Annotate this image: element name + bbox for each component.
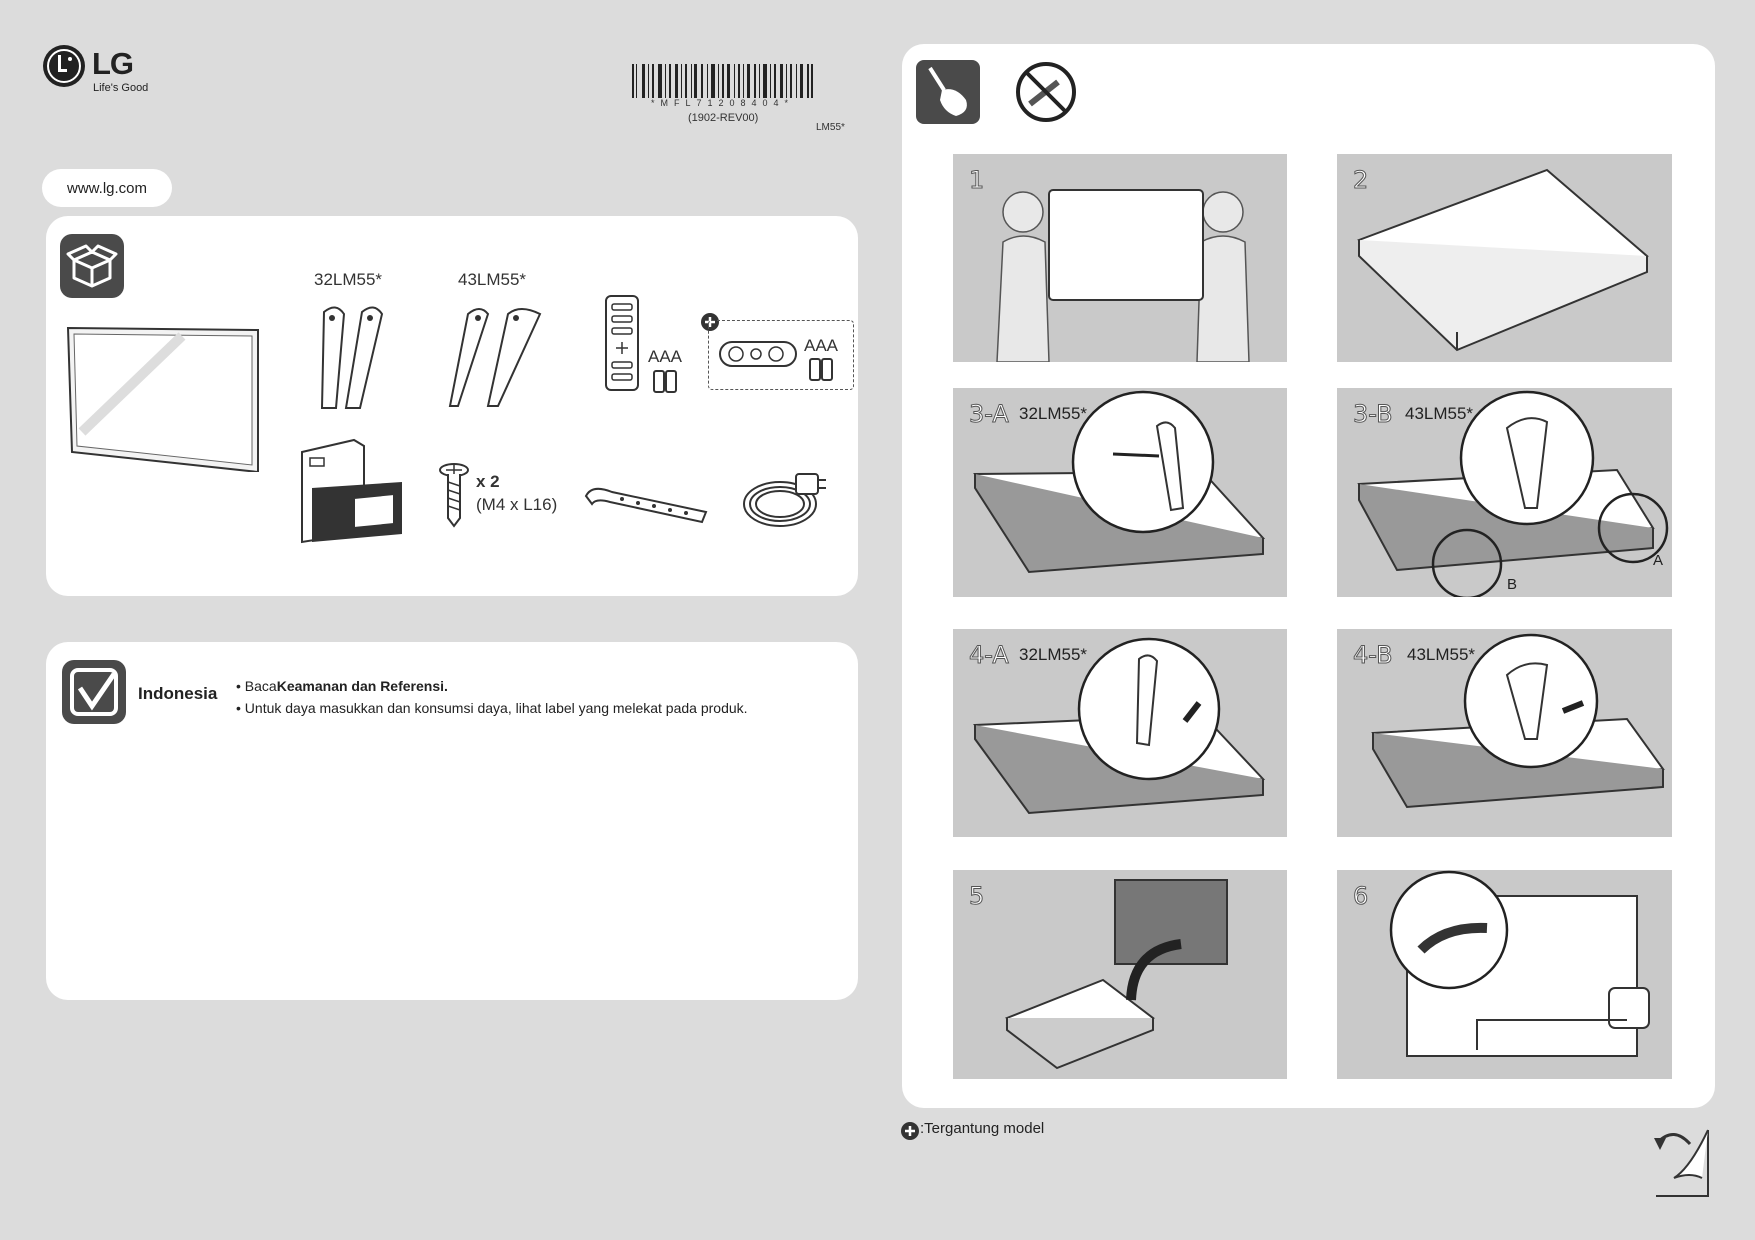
step-number: 4-B: [1353, 641, 1394, 670]
brand-tagline: Life's Good: [93, 82, 149, 94]
callout-b: B: [1507, 576, 1518, 593]
step-number: 3-B: [1353, 400, 1394, 429]
bullet-safety: BacaKeamanan dan Referensi.: [236, 675, 836, 697]
stand-model-32: 32LM55*: [314, 270, 383, 289]
tv-facedown-illustration: [1357, 168, 1649, 352]
optional-remote-box: [708, 320, 854, 390]
cable-holder-icon: [584, 487, 708, 524]
step-model: 32LM55*: [1019, 404, 1088, 423]
attach-stand-43-illustration: [1357, 390, 1669, 597]
step-3b: 3-B 43LM55* A B: [1337, 388, 1672, 597]
manual-icon: [301, 438, 402, 544]
lg-face-icon: [43, 45, 85, 87]
optional-plus-icon-footnote: [901, 1122, 919, 1140]
lift-tv-illustration: [996, 189, 1250, 362]
step-4b: 4-B 43LM55*: [1337, 629, 1672, 837]
info-bullets: BacaKeamanan dan Referensi. Untuk daya m…: [236, 675, 836, 719]
page-turn-icon: [1654, 1129, 1709, 1197]
battery-label-optional: AAA: [804, 336, 839, 355]
barcode-text: *MFL71208404*: [650, 98, 795, 108]
stand-43-icon: [448, 308, 542, 407]
step-model: 43LM55*: [1405, 404, 1474, 423]
screw-icon: [439, 463, 469, 528]
battery-label: AAA: [648, 347, 683, 366]
callout-a: A: [1653, 552, 1664, 569]
step-3a: 3-A 32LM55*: [953, 388, 1287, 597]
box-icon: [60, 234, 124, 298]
tv-icon: [66, 326, 259, 472]
no-cutter-icon: [1016, 62, 1076, 122]
screw-stand-32-illustration: [973, 637, 1266, 815]
power-cord-icon: [743, 473, 826, 527]
checkmark-icon: [62, 660, 126, 724]
step-number: 6: [1352, 882, 1369, 911]
stand-model-43: 43LM55*: [458, 270, 527, 289]
components-panel: 32LM55* 43LM55* AAA AAA: [46, 216, 858, 596]
info-panel: Indonesia BacaKeamanan dan Referensi. Un…: [46, 642, 858, 1000]
step-model: 43LM55*: [1407, 645, 1476, 664]
battery-optional-icon: [809, 358, 833, 381]
barcode: *MFL71208404*: [630, 62, 815, 108]
website-text: www.lg.com: [66, 179, 148, 197]
language-label: Indonesia: [138, 684, 218, 703]
screw-spec: (M4 x L16): [476, 495, 558, 514]
attach-stand-32-illustration: [973, 390, 1266, 574]
screw-count: x 2: [476, 472, 500, 491]
magic-remote-icon: [719, 341, 797, 367]
step-5: 5: [953, 870, 1287, 1079]
website-link[interactable]: www.lg.com: [42, 169, 172, 207]
step-number: 1: [968, 166, 985, 195]
step-6: 6: [1337, 870, 1672, 1079]
cable-management-illustration: [1389, 870, 1650, 1057]
stand-tv-upright-illustration: [1004, 879, 1228, 1070]
bullet-safety-bold: Keamanan dan Referensi.: [276, 678, 448, 694]
step-number: 4-A: [969, 641, 1010, 670]
step-4a: 4-A 32LM55*: [953, 629, 1287, 837]
bullet-safety-prefix: Baca: [244, 678, 277, 694]
brand-name: LG: [92, 46, 134, 81]
step-number: 5: [968, 882, 985, 911]
remote-icon: [605, 295, 639, 391]
screwdriver-icon: [916, 60, 980, 124]
bullet-power: Untuk daya masukkan dan konsumsi daya, l…: [236, 697, 836, 719]
revision-text: (1902-REV00): [688, 112, 759, 124]
model-series-text: LM55*: [816, 122, 845, 133]
battery-icon: [653, 370, 677, 393]
stand-32-icon: [320, 306, 384, 409]
step-model: 32LM55*: [1019, 645, 1088, 664]
step-2: 2: [1337, 154, 1672, 362]
step-1: 1: [953, 154, 1287, 362]
barcode-bars: [632, 64, 813, 98]
footnote-text: :Tergantung model: [920, 1120, 1045, 1137]
screw-stand-43-illustration: [1371, 633, 1665, 809]
step-number: 3-A: [969, 400, 1010, 429]
lg-logo: LG Life's Good: [42, 44, 152, 96]
footnote-label: Tergantung model: [924, 1120, 1045, 1137]
step-number: 2: [1352, 166, 1369, 195]
